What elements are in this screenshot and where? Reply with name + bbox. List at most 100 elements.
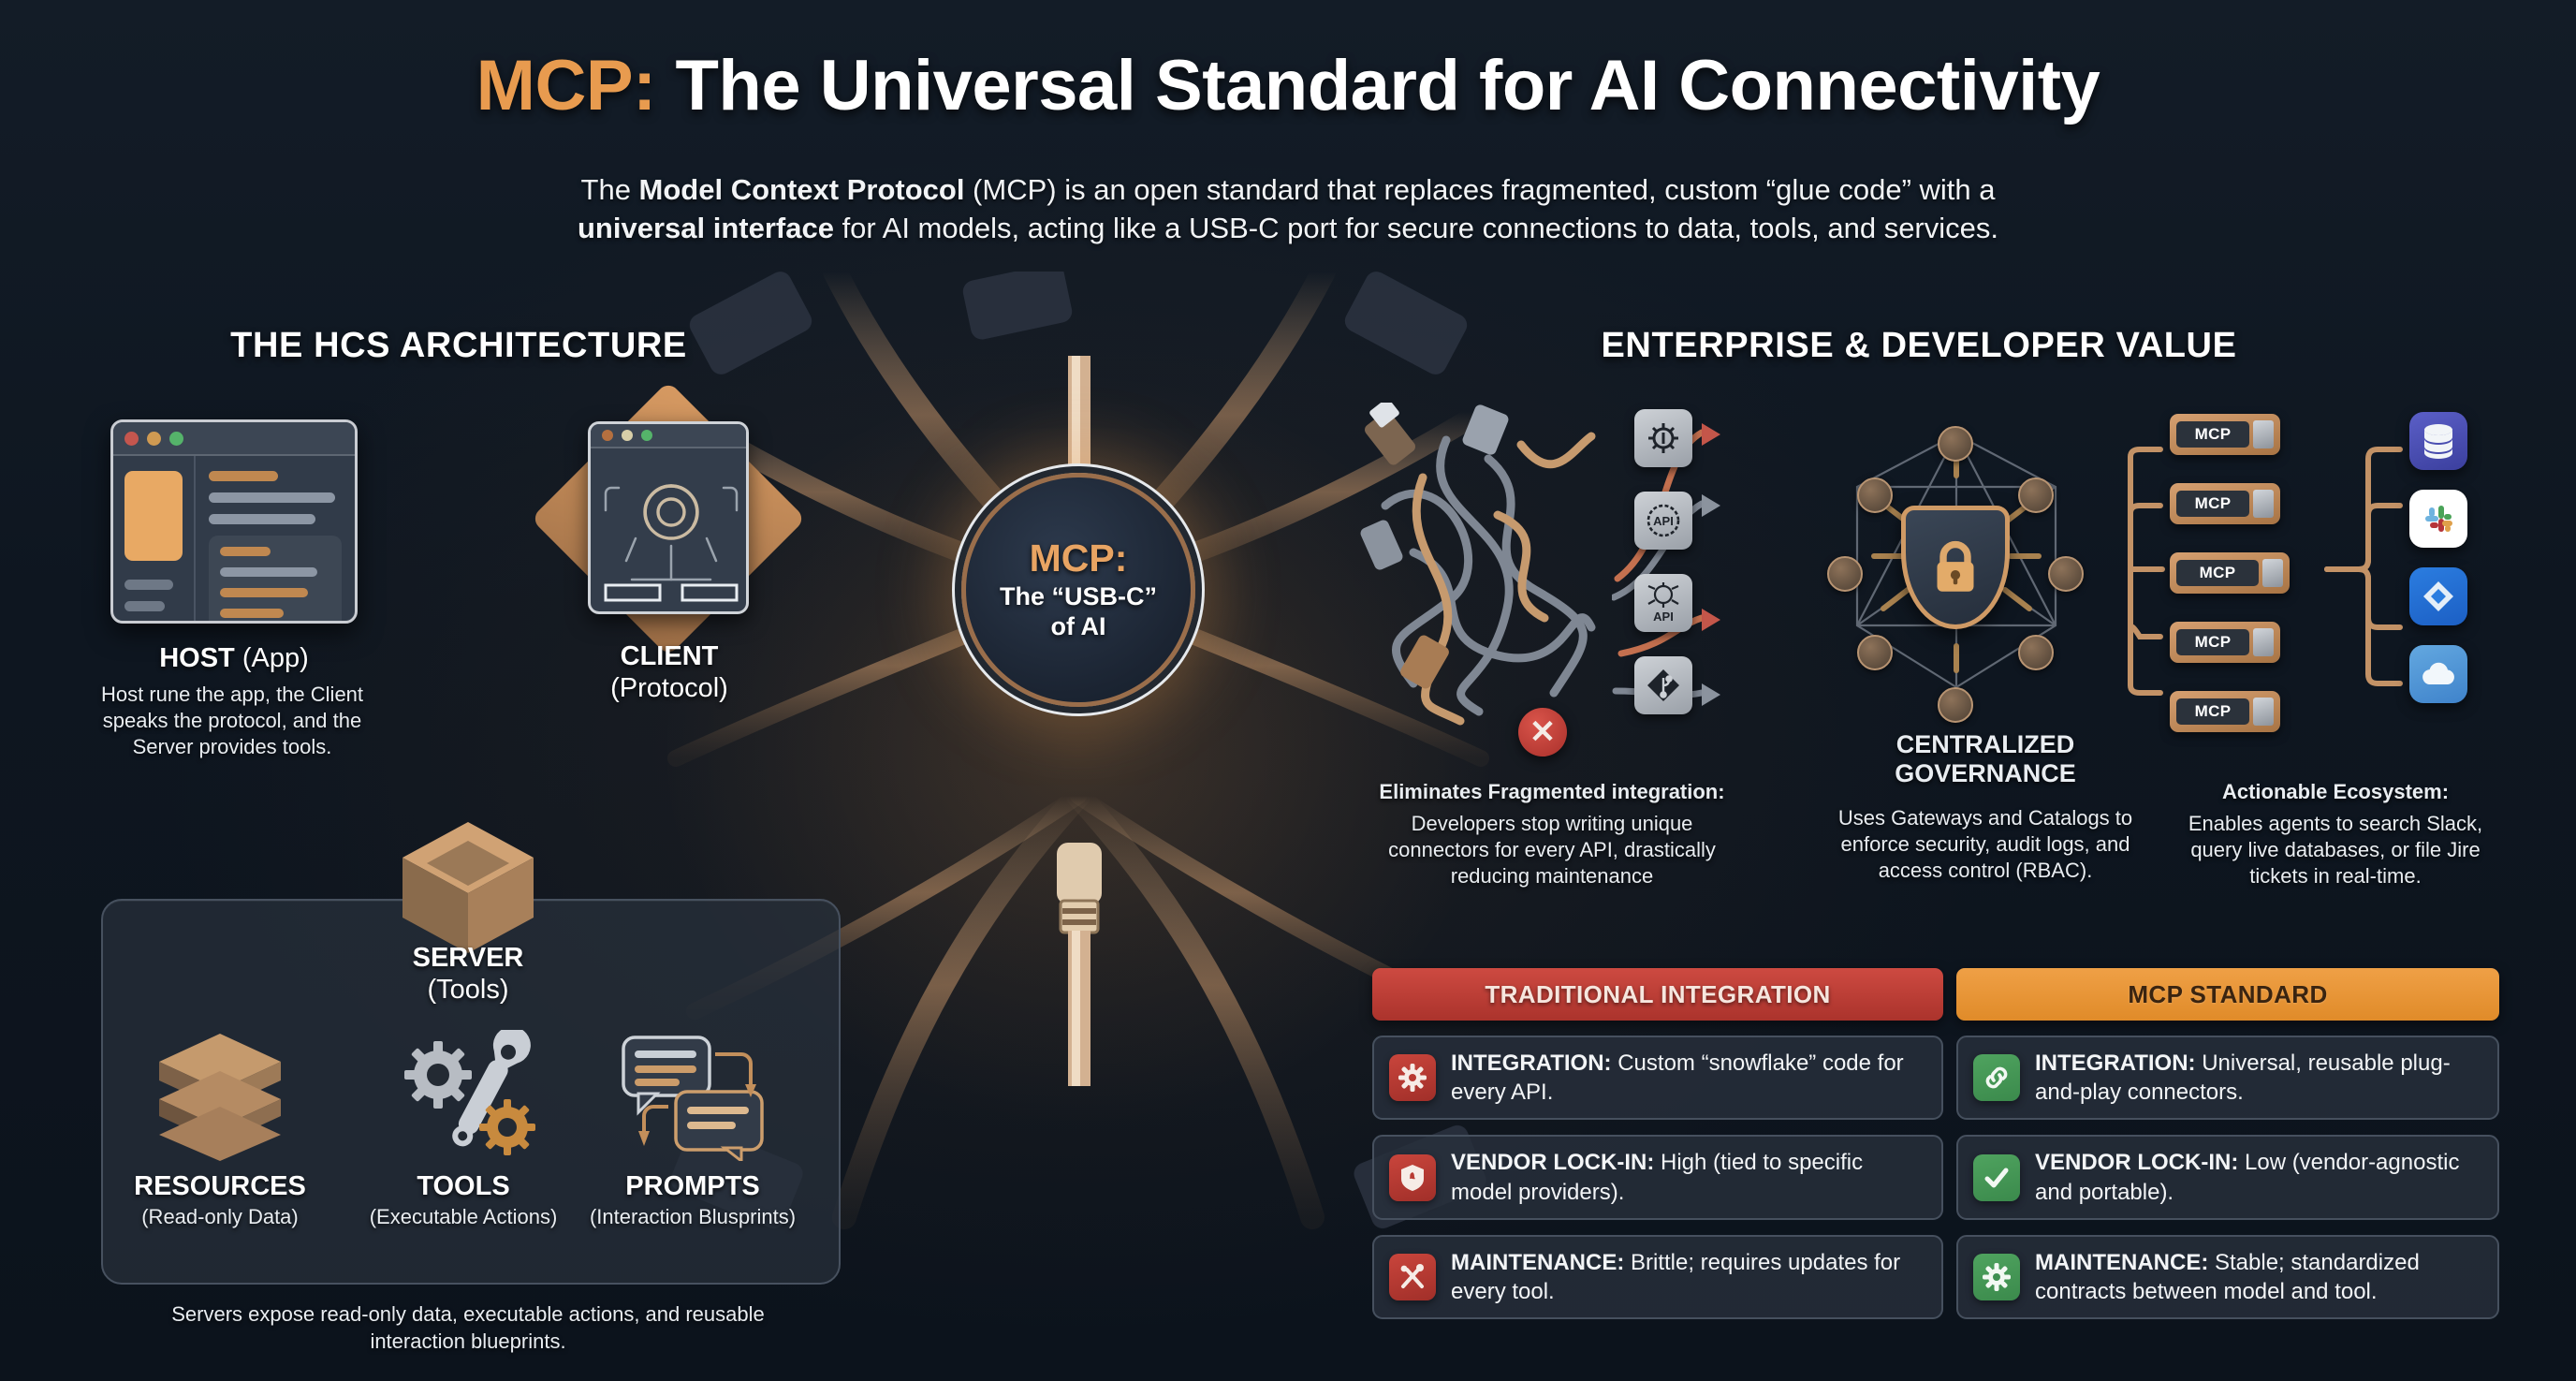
neural-api-tile-icon: API bbox=[1634, 574, 1692, 632]
window-maximize-dot bbox=[169, 431, 183, 446]
mcp-hub: MCP: The “USB-C”of AI bbox=[842, 309, 1314, 889]
comparison-row-text: MAINTENANCE: Stable; standardized contra… bbox=[2035, 1249, 2420, 1304]
section-heading-architecture: THE HCS ARCHITECTURE bbox=[230, 326, 687, 365]
usb-prong-icon bbox=[2262, 559, 2283, 587]
ecosystem-title: Actionable Ecosystem: bbox=[2221, 780, 2450, 803]
host-window-illustration bbox=[110, 419, 358, 624]
mcp-connector: MCP bbox=[2170, 483, 2280, 524]
host-sidebar-mock bbox=[113, 456, 196, 621]
host-window-titlebar bbox=[113, 422, 355, 457]
crossed-tools-icon bbox=[1389, 1253, 1436, 1300]
jira-icon bbox=[2409, 567, 2467, 625]
mcp-hub-circle: MCP: The “USB-C”of AI bbox=[961, 473, 1195, 707]
comparison-row-text: INTEGRATION: Custom “snowflake” code for… bbox=[1451, 1050, 1904, 1106]
slack-icon bbox=[2409, 490, 2467, 548]
ecosystem-body: Enables agents to search Slack, query li… bbox=[2188, 812, 2483, 889]
broken-gear-icon bbox=[1389, 1054, 1436, 1102]
comparison-row[interactable]: MAINTENANCE: Stable; standardized contra… bbox=[1956, 1234, 2499, 1320]
window-minimize-dot bbox=[147, 431, 161, 446]
comparison-column-standard: MCP STANDARD INTEGRATION: Universal, reu… bbox=[1956, 968, 2499, 1320]
governance-body: Uses Gateways and Catalogs to enforce se… bbox=[1837, 806, 2133, 883]
page-title: MCP: The Universal Standard for AI Conne… bbox=[0, 45, 2576, 126]
tools-sublabel: (Executable Actions) bbox=[369, 1205, 558, 1228]
api-badge-tile-icon: API bbox=[1634, 492, 1692, 550]
shield-alert-icon bbox=[1389, 1153, 1436, 1201]
server-footnote: Servers expose read-only data, executabl… bbox=[171, 1302, 765, 1353]
fragmented-body: Developers stop writing unique connector… bbox=[1388, 812, 1716, 889]
network-node-icon bbox=[2018, 477, 2054, 513]
network-node-icon bbox=[1857, 635, 1893, 670]
mcp-connector: MCP bbox=[2170, 622, 2280, 663]
usb-prong-icon bbox=[2253, 698, 2274, 726]
comparison-column-traditional: TRADITIONAL INTEGRATION INTEGRATION: Cus… bbox=[1372, 968, 1943, 1320]
host-window-body bbox=[113, 456, 355, 621]
mcp-hub-subtitle: The “USB-C”of AI bbox=[1000, 582, 1157, 640]
traditional-header: TRADITIONAL INTEGRATION bbox=[1372, 968, 1943, 1021]
comparison-row[interactable]: VENDOR LOCK-IN: High (tied to specific m… bbox=[1372, 1135, 1943, 1220]
mcp-connector: MCP bbox=[2170, 414, 2280, 455]
usb-prong-icon bbox=[2253, 490, 2274, 518]
git-branch-tile-icon bbox=[1634, 656, 1692, 714]
mcp-connector-label: MCP bbox=[2176, 560, 2259, 586]
comparison-row-text: INTEGRATION: Universal, reusable plug-an… bbox=[2035, 1050, 2451, 1106]
mcp-hub-title: MCP: bbox=[1029, 536, 1128, 580]
network-node-icon bbox=[1857, 477, 1893, 513]
window-close-dot bbox=[602, 430, 613, 441]
wrench-gear-icon bbox=[404, 1030, 535, 1155]
section-heading-value: ENTERPRISE & DEVELOPER VALUE bbox=[1601, 326, 2237, 365]
client-label: CLIENT(Protocol) bbox=[610, 641, 728, 704]
gear-icon bbox=[1973, 1253, 2020, 1300]
host-caption: Host rune the app, the Client speaks the… bbox=[100, 683, 364, 759]
subtitle-line2: universal interface for AI models, actin… bbox=[577, 212, 1998, 245]
network-node-icon bbox=[1938, 426, 1973, 462]
subtitle-line1: The Model Context Protocol (MCP) is an o… bbox=[580, 173, 1996, 206]
window-close-dot bbox=[124, 431, 139, 446]
host-chat-card bbox=[208, 536, 342, 621]
comparison-row[interactable]: VENDOR LOCK-IN: Low (vendor-agnostic and… bbox=[1956, 1135, 2499, 1220]
mcp-connector-label: MCP bbox=[2176, 629, 2249, 655]
security-shield-icon bbox=[1901, 506, 2010, 629]
fragmented-title: Eliminates Fragmented integration: bbox=[1379, 780, 1725, 803]
host-hero-block bbox=[124, 471, 183, 562]
client-protocol-diagram bbox=[604, 484, 739, 602]
network-node-icon bbox=[1938, 687, 1973, 723]
comparison-row[interactable]: INTEGRATION: Universal, reusable plug-an… bbox=[1956, 1036, 2499, 1121]
gear-tile-icon bbox=[1634, 409, 1692, 467]
comparison-row[interactable]: MAINTENANCE: Brittle; requires updates f… bbox=[1372, 1234, 1943, 1320]
comparison-row-text: VENDOR LOCK-IN: Low (vendor-agnostic and… bbox=[2035, 1150, 2460, 1205]
tools-label: TOOLS bbox=[417, 1171, 510, 1201]
padlock-icon bbox=[1937, 541, 1974, 592]
client-window-titlebar bbox=[591, 424, 746, 448]
comparison-row-text: VENDOR LOCK-IN: High (tied to specific m… bbox=[1451, 1150, 1864, 1205]
server-label: SERVER(Tools) bbox=[412, 943, 524, 1006]
cloud-icon bbox=[2409, 645, 2467, 703]
server-cube-icon bbox=[402, 822, 534, 953]
prompts-sublabel: (Interaction Blusprints) bbox=[589, 1205, 797, 1228]
network-node-icon bbox=[2018, 635, 2054, 670]
window-maximize-dot bbox=[641, 430, 652, 441]
resources-label: RESOURCES bbox=[134, 1171, 306, 1201]
database-icon bbox=[2409, 412, 2467, 470]
client-window-illustration bbox=[588, 421, 749, 614]
comparison-row[interactable]: INTEGRATION: Custom “snowflake” code for… bbox=[1372, 1036, 1943, 1121]
window-minimize-dot bbox=[622, 430, 633, 441]
network-node-icon bbox=[1827, 556, 1863, 592]
stacked-layers-icon bbox=[159, 1034, 281, 1161]
page-title-rest: The Universal Standard for AI Connectivi… bbox=[655, 46, 2100, 125]
mcp-connector: MCP bbox=[2170, 691, 2280, 732]
prompts-label: PROMPTS bbox=[625, 1171, 760, 1201]
usb-prong-icon bbox=[2253, 628, 2274, 656]
check-icon bbox=[1973, 1153, 2020, 1201]
comparison-row-text: MAINTENANCE: Brittle; requires updates f… bbox=[1451, 1249, 1901, 1304]
chain-link-icon bbox=[1973, 1054, 2020, 1102]
page-subtitle: The Model Context Protocol (MCP) is an o… bbox=[329, 170, 2247, 247]
host-label: HOST (App) bbox=[159, 643, 309, 673]
mcp-connector-label: MCP bbox=[2176, 421, 2249, 448]
mcp-standard-header: MCP STANDARD bbox=[1956, 968, 2499, 1021]
usb-prong-icon bbox=[2253, 420, 2274, 448]
page-title-accent: MCP: bbox=[476, 46, 657, 125]
resources-sublabel: (Read-only Data) bbox=[141, 1205, 299, 1228]
chat-bubbles-icon bbox=[622, 1036, 764, 1161]
host-content-mock bbox=[196, 456, 355, 621]
